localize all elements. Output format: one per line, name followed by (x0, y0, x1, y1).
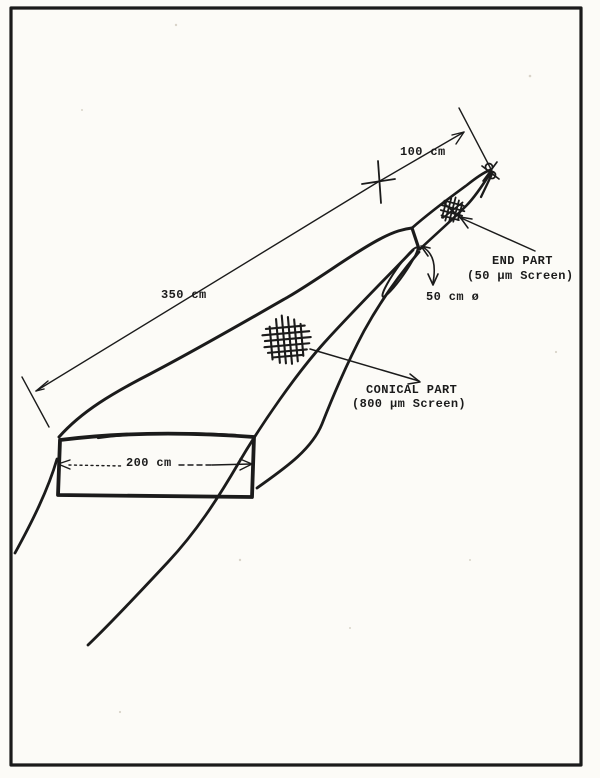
arrowhead-200cm-right (239, 458, 253, 471)
arrowhead-100cm (451, 131, 465, 145)
end-part-lower-edge (418, 170, 493, 251)
mouth-dim-dotted-left (68, 464, 123, 467)
end-part-upper-edge (410, 168, 492, 230)
leader-conical-part (309, 348, 421, 385)
extension-line-mouth-end (21, 376, 50, 428)
mesh-patch-conical (261, 314, 312, 365)
label-conical-part-screen: (800 μm Screen) (352, 397, 467, 411)
net-lower-edge-near (255, 250, 421, 490)
net-lower-edge-far (86, 248, 415, 647)
leader-end-part (459, 216, 536, 252)
mouth-width-dimension (57, 458, 253, 471)
label-end-section-length: 100 cm (400, 145, 446, 159)
label-mouth-width: 200 cm (126, 456, 172, 470)
net-neck-sleeve (381, 246, 419, 298)
dimension-line-main (35, 131, 465, 392)
net-mouth-top-overdraw (96, 431, 238, 440)
label-conical-part-name: CONICAL PART (366, 383, 458, 397)
extension-line-tail-end (458, 107, 494, 174)
mesh-patch-end (439, 196, 466, 224)
arrowhead-350cm (35, 380, 49, 392)
scan-specks (81, 23, 558, 714)
label-conical-section-length: 350 cm (161, 288, 207, 302)
mouth-dim-solid-right (211, 463, 252, 466)
label-end-part-name: END PART (492, 254, 553, 268)
label-end-part-screen: (50 μm Screen) (467, 269, 574, 283)
figure-border (9, 6, 583, 767)
length-dimension (21, 107, 494, 428)
label-neck-diameter: 50 cm ø (426, 290, 480, 304)
net-edge-below-mouth (13, 457, 59, 555)
dimension-tick-asterisk (361, 160, 396, 204)
arrowhead-200cm-left (57, 459, 71, 470)
net-upper-edge (57, 226, 414, 439)
net-neck (410, 226, 421, 251)
leader-neck-diameter (420, 245, 439, 286)
